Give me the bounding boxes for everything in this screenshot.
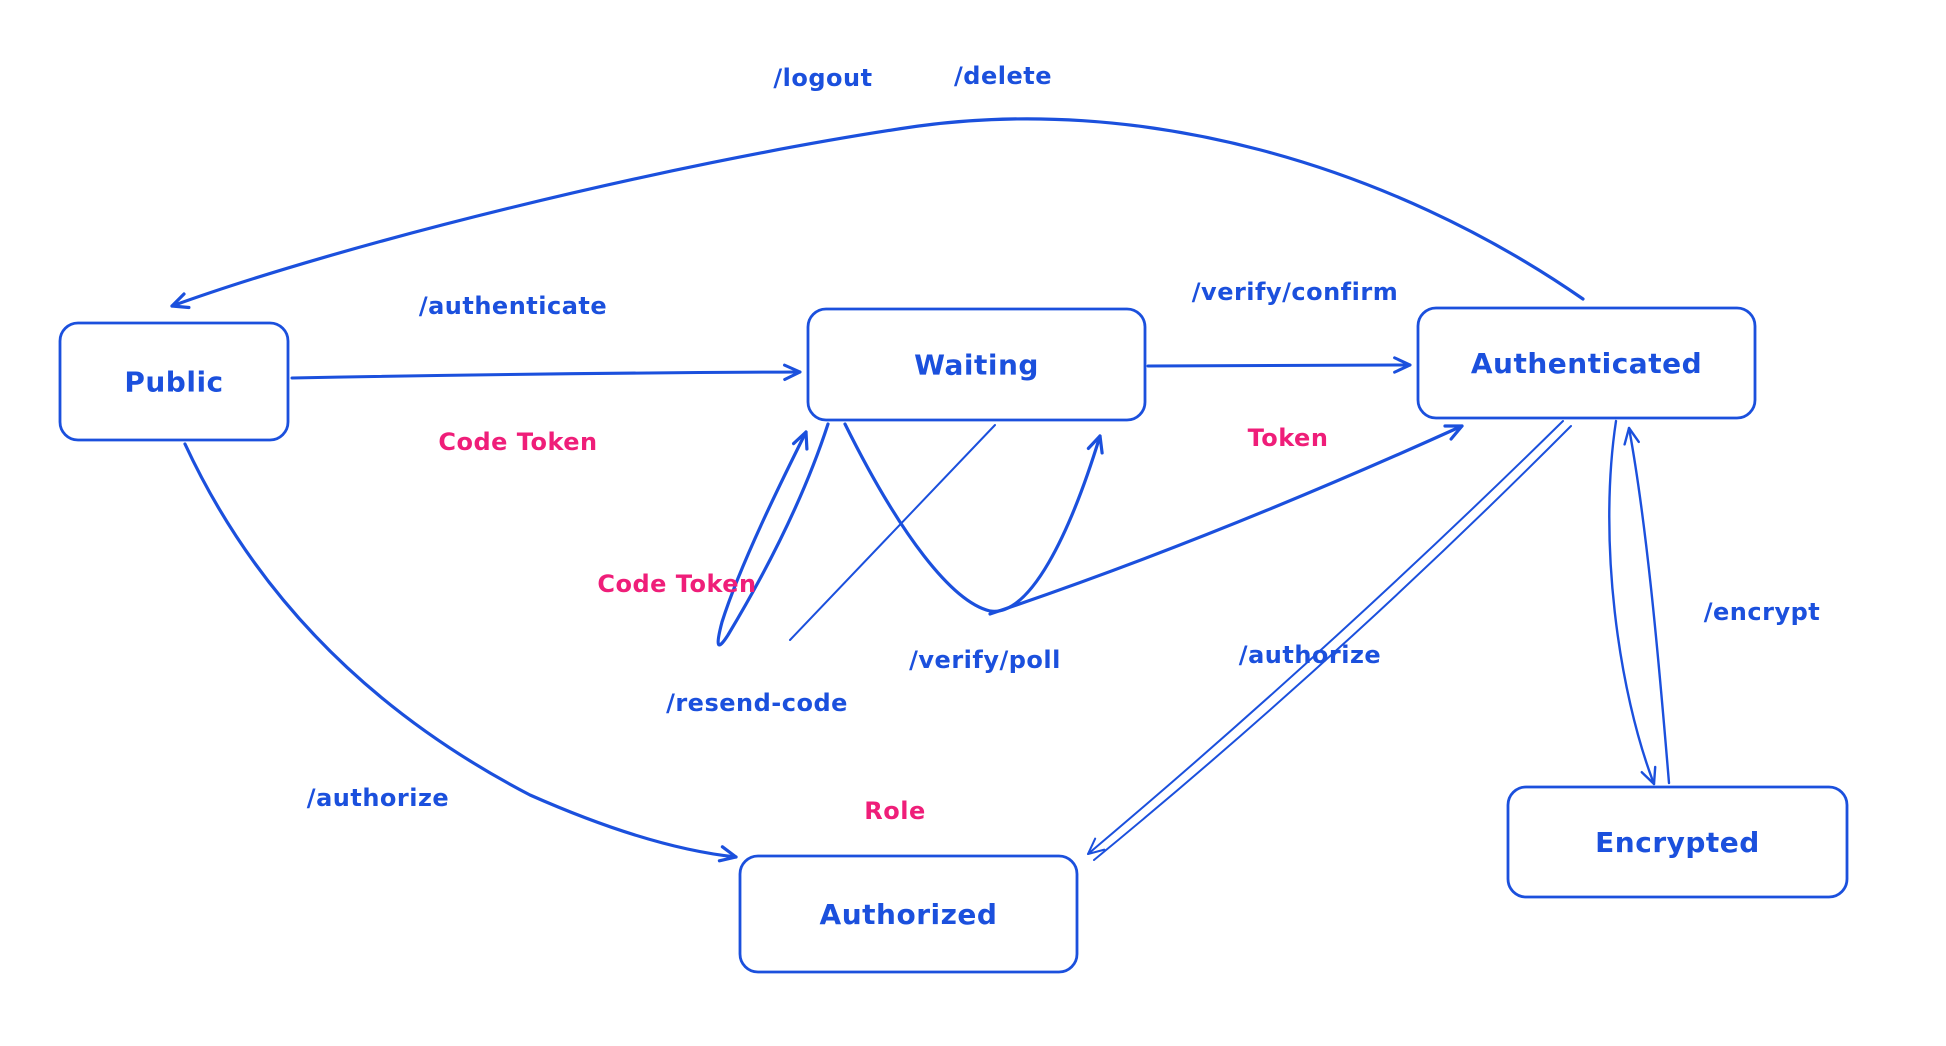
edge-logout-delete-curve[interactable]: [170, 117, 1585, 308]
label-token[interactable]: Token: [1248, 424, 1329, 452]
label-verify-confirm[interactable]: /verify/confirm: [1192, 278, 1398, 306]
arrowhead-icon: [783, 363, 802, 381]
label-delete[interactable]: /delete: [954, 62, 1052, 90]
edge-token-arrow[interactable]: [988, 424, 1464, 616]
label-encrypt[interactable]: /encrypt: [1704, 598, 1821, 626]
node-label-authenticated: Authenticated: [1471, 347, 1702, 380]
arrowhead-icon: [1087, 837, 1106, 855]
arrowhead-icon: [717, 845, 738, 863]
edge-authenticate-arrow[interactable]: [290, 370, 802, 380]
edge-tangle-line[interactable]: [789, 424, 996, 641]
node-authorized[interactable]: [738, 854, 1079, 974]
arrowhead-icon: [1443, 424, 1464, 441]
node-label-waiting: Waiting: [914, 349, 1039, 382]
label-authenticate[interactable]: /authenticate: [419, 292, 607, 320]
label-authorize-right[interactable]: /authorize: [1239, 641, 1381, 669]
label-code-token-1[interactable]: Code Token: [438, 428, 597, 456]
node-label-encrypted: Encrypted: [1595, 826, 1760, 859]
edge-encrypt-up-line[interactable]: [1627, 426, 1671, 785]
label-logout[interactable]: /logout: [773, 64, 872, 92]
arrowhead-icon: [1086, 434, 1104, 455]
edge-authorize-right-line-2[interactable]: [1093, 425, 1572, 861]
label-authorize-left[interactable]: /authorize: [307, 784, 449, 812]
arrowhead-icon: [170, 292, 191, 310]
arrowhead-icon: [1393, 356, 1412, 374]
edge-authorize-left-curve[interactable]: [183, 442, 738, 859]
edge-resend-code-loop[interactable]: [716, 422, 830, 647]
arrowhead-icon: [1640, 765, 1657, 786]
node-waiting[interactable]: [806, 307, 1147, 422]
edge-authorize-right-line-1[interactable]: [1087, 420, 1564, 855]
label-role[interactable]: Role: [864, 797, 925, 825]
label-resend-code[interactable]: /resend-code: [666, 689, 848, 717]
arrowhead-icon: [1623, 426, 1640, 446]
node-encrypted[interactable]: [1506, 785, 1849, 899]
label-verify-poll[interactable]: /verify/poll: [909, 646, 1061, 674]
node-label-public: Public: [124, 366, 223, 399]
edge-verify-poll-loop[interactable]: [843, 422, 1102, 613]
node-label-authorized: Authorized: [820, 898, 998, 931]
arrowhead-icon: [792, 430, 809, 451]
node-public[interactable]: [58, 321, 290, 442]
edge-encrypt-down-line[interactable]: [1608, 419, 1656, 786]
edge-verify-confirm-arrow[interactable]: [1146, 363, 1412, 368]
node-authenticated[interactable]: [1416, 306, 1757, 420]
label-code-token-2[interactable]: Code Token: [597, 570, 756, 598]
